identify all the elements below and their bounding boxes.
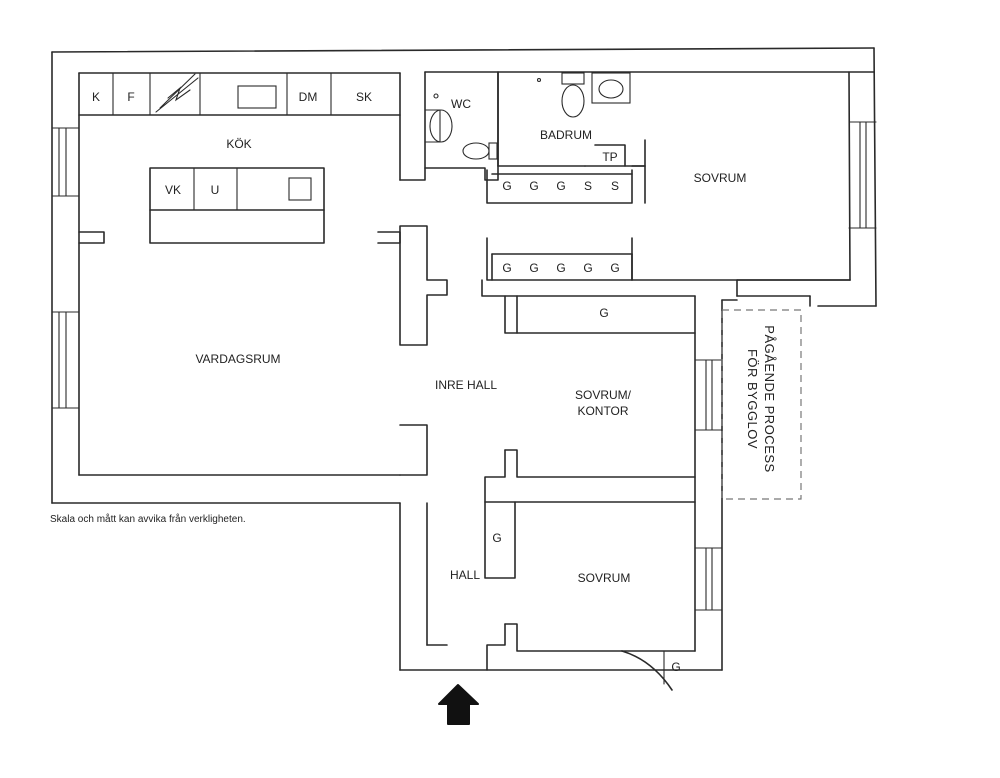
kitchen-island (149, 167, 325, 244)
label-sk: SK (356, 90, 372, 104)
pending-line-2: FÖR BYGGLOV (745, 349, 760, 449)
room-badrum: BADRUM (540, 128, 592, 142)
windows (51, 121, 877, 611)
room-sovrum-kontor-line1: SOVRUM/ (575, 388, 632, 402)
label-u: U (211, 183, 220, 197)
wardrobe-upper-3: G (556, 179, 565, 193)
entrance-arrow-icon (438, 684, 479, 725)
wardrobe-upper-2: G (529, 179, 538, 193)
wardrobe-mid: G (599, 306, 608, 320)
room-sovrum-2: SOVRUM (578, 571, 631, 585)
fixture-labels: K F DM SK VK U TP G G G S S G G G G G G … (92, 90, 681, 674)
wardrobe-corner: G (671, 660, 680, 674)
label-dm: DM (299, 90, 318, 104)
label-tp: TP (602, 150, 617, 164)
wardrobe-hall: G (492, 531, 501, 545)
disclaimer-note: Skala och mått kan avvika från verklighe… (50, 513, 246, 525)
room-wc: WC (451, 97, 471, 111)
wardrobe-lower-5: G (610, 261, 619, 275)
room-vardagsrum: VARDAGSRUM (195, 352, 280, 366)
badrum-fixtures (536, 72, 631, 118)
wc-fixtures (424, 93, 498, 160)
label-k: K (92, 90, 100, 104)
room-kok: KÖK (226, 137, 251, 151)
kitchen-counter (78, 72, 401, 116)
room-sovrum-1: SOVRUM (694, 171, 747, 185)
pending-line-1: PÅGÅENDE PROCESS (762, 325, 777, 472)
room-labels: KÖK VARDAGSRUM INRE HALL WC BADRUM SOVRU… (195, 97, 746, 585)
wardrobe-lower-2: G (529, 261, 538, 275)
pending-permit-area (721, 309, 802, 500)
wardrobe-upper-1: G (502, 179, 511, 193)
wardrobe-lower-4: G (583, 261, 592, 275)
interior-walls (78, 71, 851, 691)
room-inre-hall: INRE HALL (435, 378, 497, 392)
label-f: F (127, 90, 134, 104)
wardrobe-lower-3: G (556, 261, 565, 275)
wardrobe-upper-4: S (584, 179, 592, 193)
label-vk: VK (165, 183, 181, 197)
room-sovrum-kontor-line2: KONTOR (577, 404, 628, 418)
wardrobe-upper-5: S (611, 179, 619, 193)
pending-permit-label: PÅGÅENDE PROCESS FÖR BYGGLOV (745, 325, 777, 472)
room-hall: HALL (450, 568, 480, 582)
wardrobe-lower-1: G (502, 261, 511, 275)
